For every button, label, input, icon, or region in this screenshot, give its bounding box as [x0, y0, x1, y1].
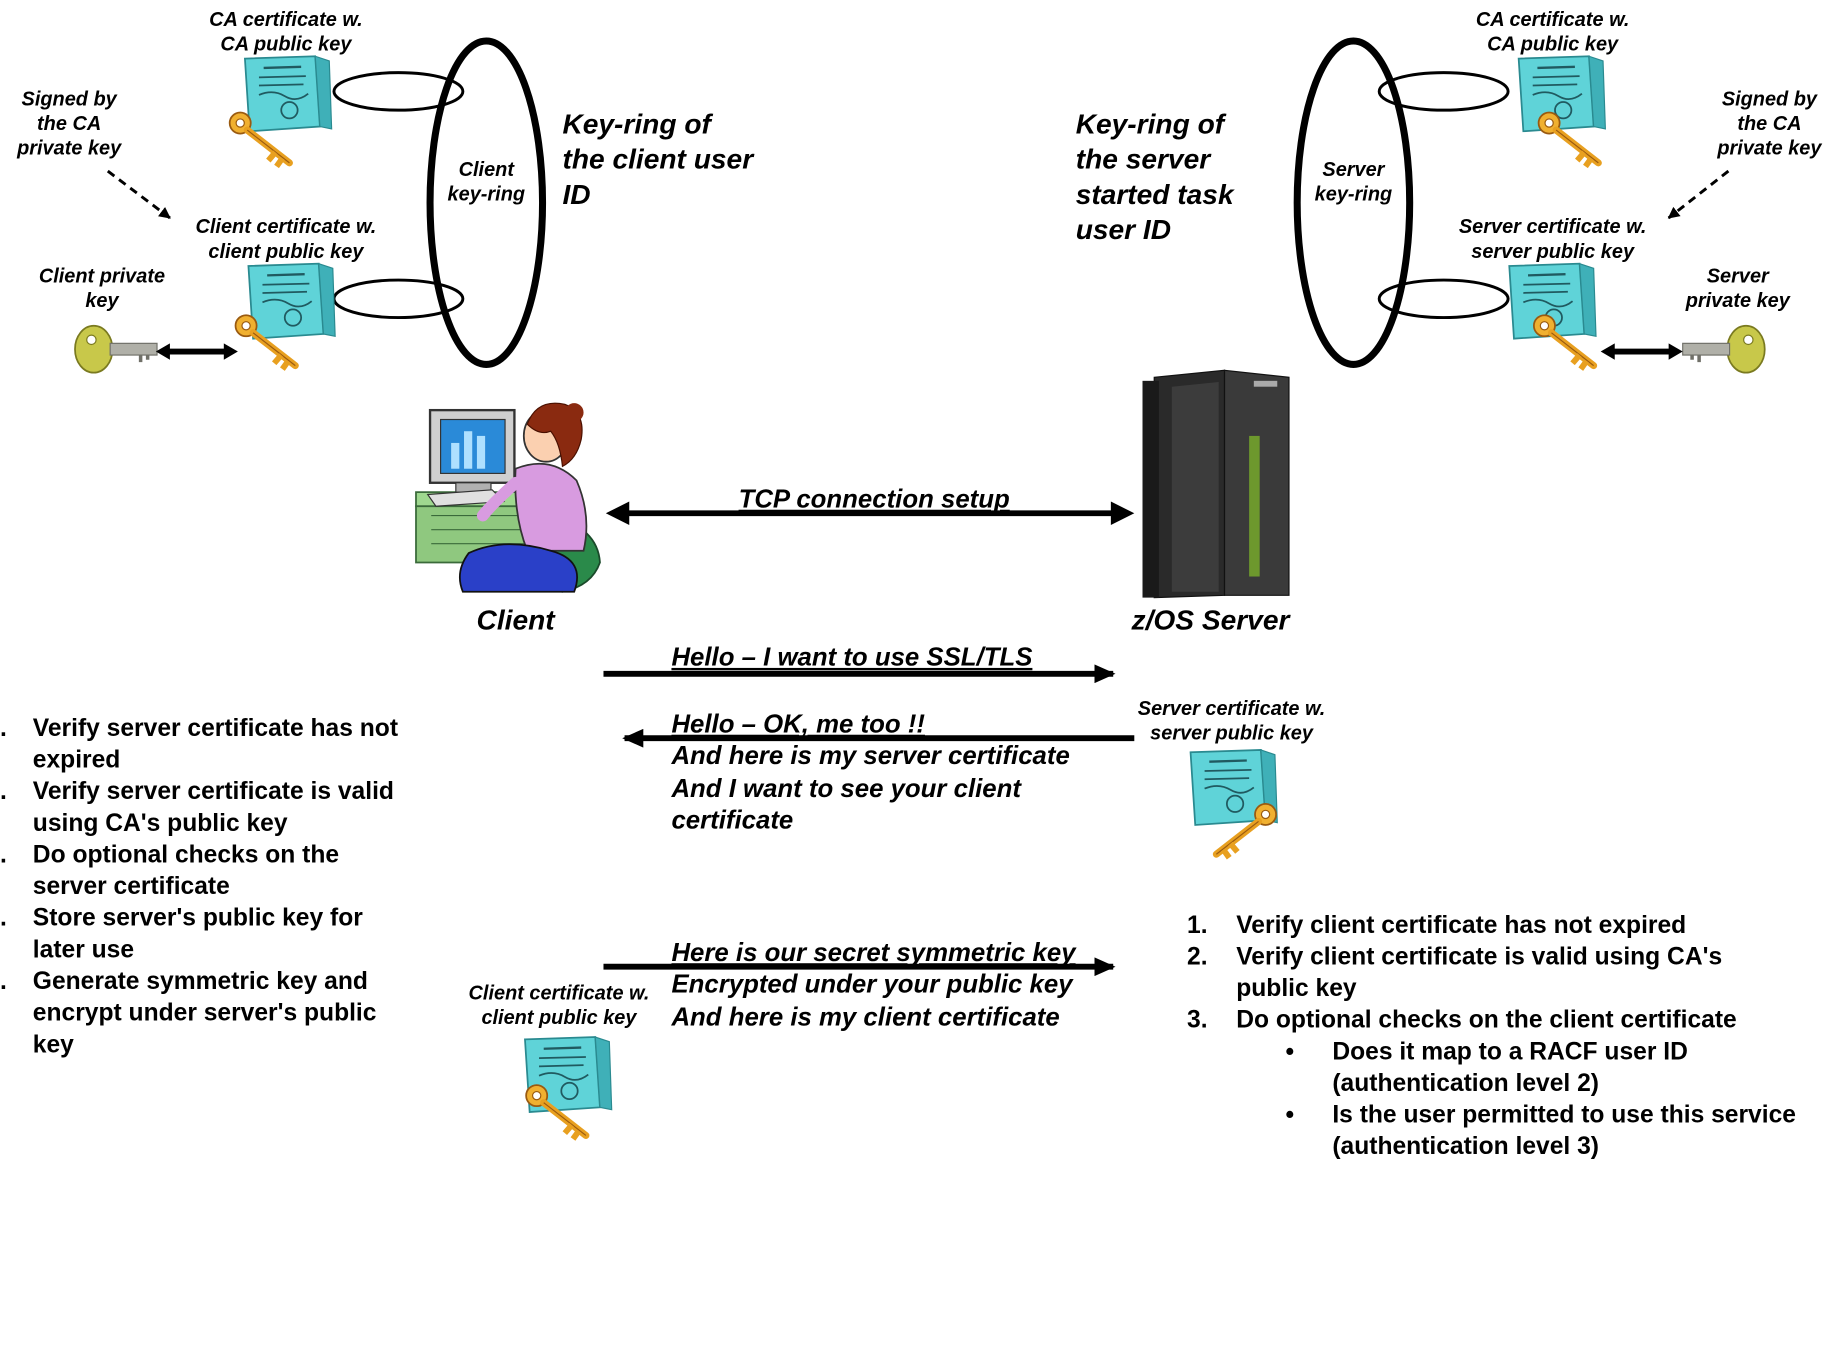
- server-ca-link-ring: [1377, 71, 1510, 112]
- key-exchange-label: Here is our secret symmetric key Encrypt…: [671, 937, 1076, 1031]
- server-check-item: 1. Verify client certificate has not exp…: [1187, 911, 1687, 939]
- server-check-subitem: • Does it map to a RACF user ID(authenti…: [1285, 1038, 1688, 1097]
- client-keyring-ellipse: [426, 37, 547, 368]
- server-check-subitem: • Is the user permitted to use this serv…: [1285, 1101, 1796, 1161]
- server-ca-certificate-icon: [1517, 55, 1607, 133]
- tcp-connection-label: TCP connection setup: [738, 483, 1010, 514]
- server-node-label: z/OS Server: [1131, 604, 1290, 637]
- signed-by-arrow-server: [1667, 169, 1730, 220]
- hello-server-label: Hello – OK, me too !! And here is my ser…: [671, 708, 1070, 835]
- client-node-label: Client: [476, 604, 555, 637]
- server-check-item: 2. Verify client certificate is valid us…: [1187, 943, 1723, 1002]
- hello-client-label: Hello – I want to use SSL/TLS: [671, 642, 1033, 672]
- server-cert-link-ring: [1377, 278, 1510, 320]
- client-certificate-icon: [247, 262, 337, 340]
- server-cert-sent-label: Server certificate w.server public key: [1137, 697, 1326, 745]
- server-ca-cert-label: CA certificate w.CA public key: [1475, 8, 1630, 56]
- client-private-key-icon: [73, 324, 159, 375]
- client-cert-label: Client certificate w.client public key: [195, 215, 377, 263]
- diagram-graphics: [73, 37, 1767, 1160]
- server-check-item: 3. Do optional checks on the client cert…: [1187, 1006, 1737, 1034]
- client-person-illustration: [415, 402, 601, 593]
- server-private-key-icon: [1680, 324, 1767, 375]
- zos-server-illustration: [1142, 369, 1290, 599]
- server-checks-list: 1. Verify client certificate has not exp…: [1187, 909, 1796, 1162]
- client-ca-link-ring: [332, 71, 465, 112]
- client-ca-certificate-icon: [243, 55, 333, 133]
- server-keyring-ellipse: [1293, 37, 1414, 368]
- client-ca-cert-label: CA certificate w.CA public key: [209, 8, 363, 56]
- client-cert-sent-label: Client certificate w.client public key: [468, 981, 650, 1029]
- signed-by-arrow-client: [106, 169, 171, 220]
- server-cert-label: Server certificate w.server public key: [1458, 215, 1647, 263]
